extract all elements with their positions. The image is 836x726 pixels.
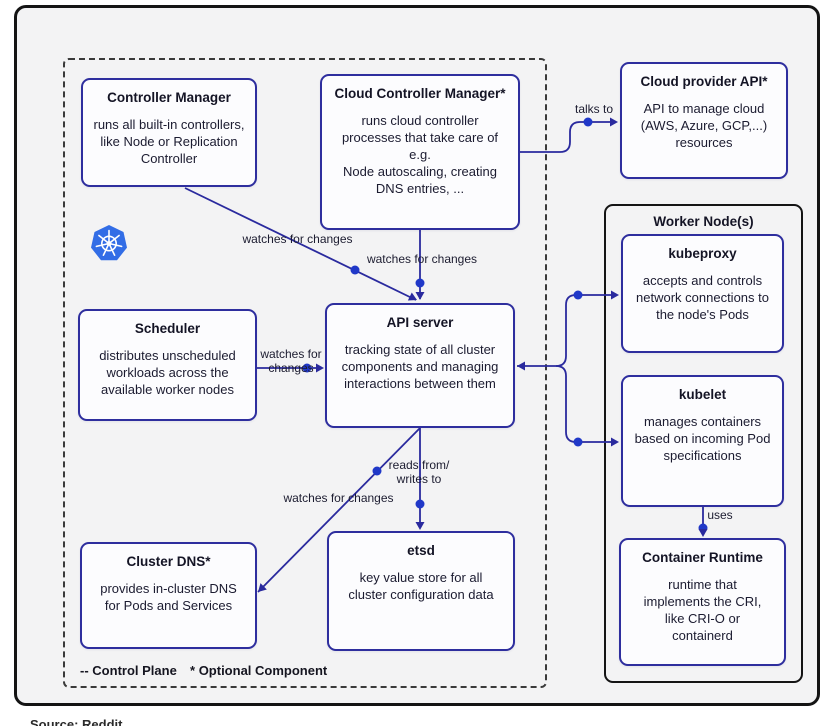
api-server-title: API server — [386, 315, 454, 330]
scheduler-box: Scheduler distributes unscheduled worklo… — [78, 309, 257, 421]
cluster-dns-box: Cluster DNS* provides in-cluster DNS for… — [80, 542, 257, 649]
label-watches-controller-manager: watches for changes — [242, 232, 353, 246]
cloud-provider-api-body: API to manage cloud (AWS, Azure, GCP,...… — [640, 101, 768, 150]
cluster-dns-title: Cluster DNS* — [126, 554, 211, 569]
legend-control-plane: -- Control Plane — [80, 663, 177, 678]
scheduler-title: Scheduler — [134, 321, 201, 336]
container-runtime-box: Container Runtime runtime that implement… — [619, 538, 786, 666]
cloud-controller-manager-title: Cloud Controller Manager* — [334, 86, 506, 101]
label-reads-writes: reads from/ writes to — [388, 458, 450, 486]
etsd-title: etsd — [407, 543, 435, 558]
kubeproxy-title: kubeproxy — [668, 246, 737, 261]
control-plane-dashed-border — [63, 58, 547, 688]
container-runtime-body: runtime that implements the CRI, like CR… — [643, 577, 762, 643]
label-talks-to: talks to — [574, 102, 613, 116]
api-server-box: API server tracking state of all cluster… — [325, 303, 515, 428]
controller-manager-body: runs all built-in controllers, like Node… — [93, 117, 245, 166]
controller-manager-title: Controller Manager — [107, 90, 231, 105]
legend-dash-sample: -- — [80, 663, 89, 678]
legend-optional-label: Optional Component — [198, 663, 328, 678]
worker-node-group-title: Worker Node(s) — [653, 214, 754, 229]
label-uses: uses — [707, 508, 733, 522]
legend-optional-component: * Optional Component — [190, 663, 327, 678]
kubelet-body: manages containers based on incoming Pod… — [634, 414, 771, 463]
label-watches-cloud-controller: watches for changes — [366, 252, 478, 266]
legend-control-plane-label: Control Plane — [92, 663, 177, 678]
label-watches-cluster-dns: watches for changes — [283, 491, 394, 505]
api-server-body: tracking state of all cluster components… — [341, 342, 499, 391]
kubernetes-logo-icon — [91, 225, 127, 261]
source-caption: Source: Reddit — [30, 717, 123, 726]
legend-star-sample: * — [190, 663, 196, 678]
etsd-box: etsd key value store for all cluster con… — [327, 531, 515, 651]
container-runtime-title: Container Runtime — [642, 550, 763, 565]
label-watches-scheduler: watches for changes — [260, 347, 322, 375]
cloud-provider-api-box: Cloud provider API* API to manage cloud … — [620, 62, 788, 179]
cloud-controller-manager-box: Cloud Controller Manager* runs cloud con… — [320, 74, 520, 230]
controller-manager-box: Controller Manager runs all built-in con… — [81, 78, 257, 187]
kubeproxy-box: kubeproxy accepts and controls network c… — [621, 234, 784, 353]
kubeproxy-body: accepts and controls network connections… — [636, 273, 769, 322]
etsd-body: key value store for all cluster configur… — [348, 570, 494, 602]
kubelet-title: kubelet — [678, 387, 727, 402]
cluster-dns-body: provides in-cluster DNS for Pods and Ser… — [100, 581, 237, 613]
scheduler-body: distributes unscheduled workloads across… — [99, 348, 236, 397]
kubelet-box: kubelet manages containers based on inco… — [621, 375, 784, 507]
cloud-provider-api-title: Cloud provider API* — [640, 74, 768, 89]
cloud-controller-manager-body: runs cloud controller processes that tak… — [341, 113, 499, 196]
